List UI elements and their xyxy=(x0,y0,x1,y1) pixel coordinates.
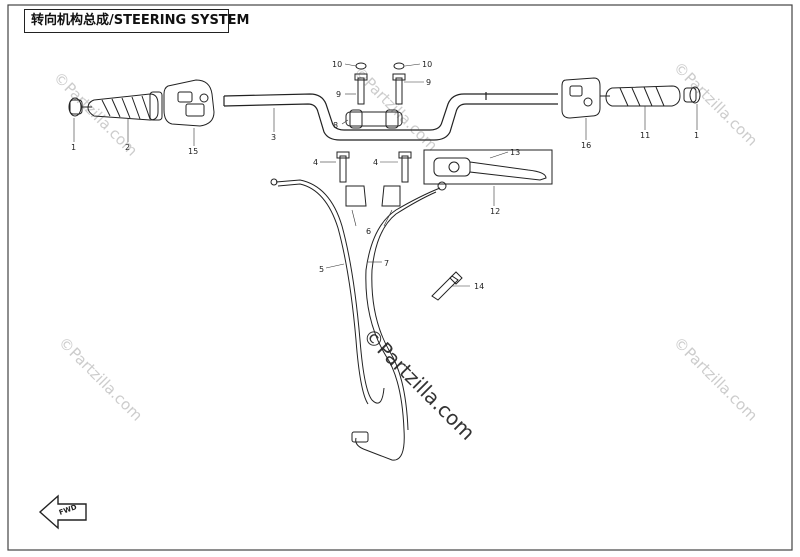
callout-3: 3 xyxy=(271,133,276,142)
callout-12: 12 xyxy=(490,207,500,216)
left-grip xyxy=(87,91,163,121)
callout-labels: 1 2 15 3 16 11 1 10 10 9 9 8 4 4 6 5 7 1… xyxy=(58,60,699,517)
fwd-label: FWD xyxy=(58,503,78,517)
callout-15: 15 xyxy=(188,147,198,156)
right-switch-housing xyxy=(561,77,610,119)
callout-11: 11 xyxy=(640,131,650,140)
screw-part-14 xyxy=(431,271,463,301)
callout-5: 5 xyxy=(319,265,324,274)
diagram-frame xyxy=(7,4,793,551)
cables xyxy=(270,178,447,461)
callout-2: 2 xyxy=(125,143,130,152)
callout-4-right: 4 xyxy=(373,158,378,167)
callout-7: 7 xyxy=(384,259,389,268)
callout-9-left: 9 xyxy=(336,90,341,99)
diagram-title: 转向机构总成/STEERING SYSTEM xyxy=(24,9,250,33)
leader-lines xyxy=(73,63,698,287)
callout-8: 8 xyxy=(333,121,338,130)
upper-clamp xyxy=(345,109,403,129)
fwd-arrow-icon xyxy=(38,494,87,530)
callout-10-left: 10 xyxy=(332,60,342,69)
callout-9-right: 9 xyxy=(426,78,431,87)
handlebar xyxy=(223,92,558,141)
lower-holders xyxy=(336,151,412,207)
callout-1-left: 1 xyxy=(71,143,76,152)
left-bar-end-cap xyxy=(68,97,92,117)
left-switch-housing xyxy=(163,79,215,127)
right-grip xyxy=(605,85,681,107)
clamp-bolts xyxy=(354,62,406,105)
callout-13: 13 xyxy=(510,148,520,157)
right-bar-end-cap xyxy=(683,86,701,104)
callout-10-right: 10 xyxy=(422,60,432,69)
callout-1-right: 1 xyxy=(694,131,699,140)
callout-16: 16 xyxy=(581,141,591,150)
callout-4-left: 4 xyxy=(313,158,318,167)
brake-lever-assembly xyxy=(423,149,553,185)
callout-6: 6 xyxy=(366,227,371,236)
callout-14: 14 xyxy=(474,282,484,291)
